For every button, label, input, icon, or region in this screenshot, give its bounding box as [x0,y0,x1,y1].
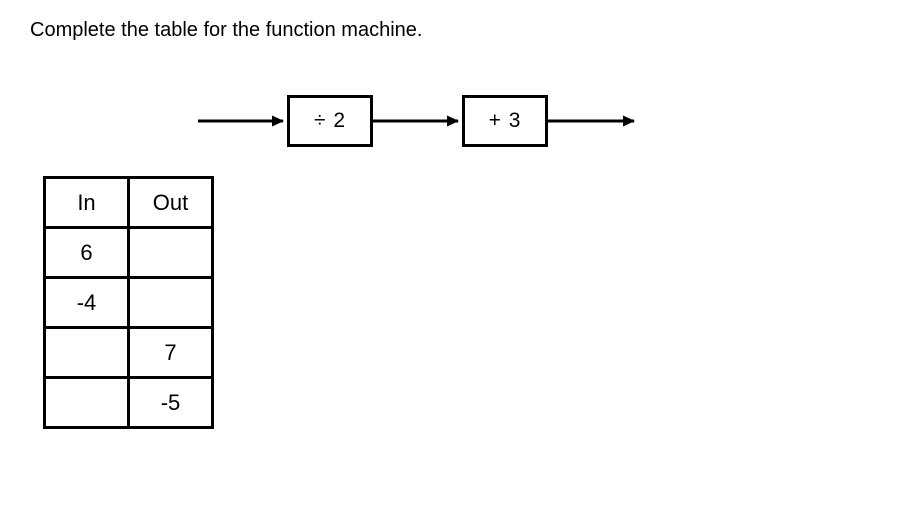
table-cell-in-3[interactable] [43,326,130,379]
table-cell-in-1: 6 [43,226,130,279]
table-row: 7 [43,326,214,379]
flow-arrows [198,115,635,127]
table-cell-out-4: -5 [127,376,214,429]
table-cell-in-4[interactable] [43,376,130,429]
table-row: -5 [43,376,214,429]
table-cell-out-1[interactable] [127,226,214,279]
table-cell-out-3: 7 [127,326,214,379]
table-header-in: In [43,176,130,229]
table-cell-in-2: -4 [43,276,130,329]
table-header-out: Out [127,176,214,229]
machine-box-divide: ÷ 2 [287,95,373,147]
function-machine-diagram: ÷ 2 + 3 [197,95,642,149]
page-title: Complete the table for the function mach… [30,19,423,41]
table-row: -4 [43,276,214,329]
function-table: In Out 6 -4 7 -5 [43,176,214,429]
table-header-row: In Out [43,176,214,229]
machine-box-add: + 3 [462,95,548,147]
table-row: 6 [43,226,214,279]
table-cell-out-2[interactable] [127,276,214,329]
